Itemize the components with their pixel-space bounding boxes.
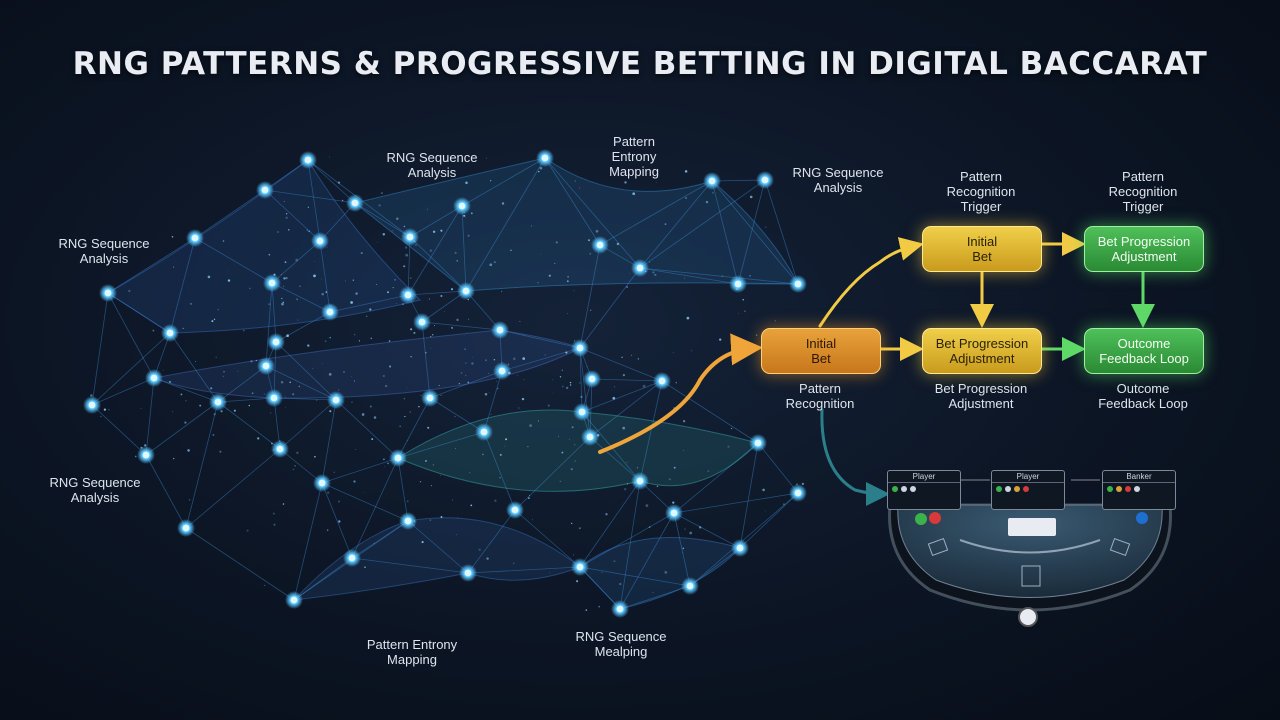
initial-bet-box-top: Initial Bet <box>922 226 1042 272</box>
bet-progression-box-top: Bet Progression Adjustment <box>1084 226 1204 272</box>
network-label-rng-bottom-left: RNG Sequence Analysis <box>49 475 141 505</box>
flow-label-pattern-recognition: Pattern Recognition <box>785 381 855 411</box>
flow-label-trigger-2: Pattern Recognition Trigger <box>1108 169 1178 214</box>
network-label-rng-bottom: RNG Sequence Mealping <box>575 629 667 659</box>
banker-card-title: Banker <box>1103 471 1175 483</box>
player-card-title: Player <box>888 471 960 483</box>
page-title: RNG PATTERNS & PROGRESSIVE BETTING IN DI… <box>72 46 1208 82</box>
network-label-rng-left: RNG Sequence Analysis <box>58 236 150 266</box>
network-label-rng-right: RNG Sequence Analysis <box>792 165 884 195</box>
network-label-entropy-bottom: Pattern Entrony Mapping <box>366 637 458 667</box>
initial-bet-box-left: Initial Bet <box>761 328 881 374</box>
flow-label-bet-progression: Bet Progression Adjustment <box>934 381 1028 411</box>
banker-card: Banker <box>1102 470 1176 510</box>
player-card-2: Player <box>991 470 1065 510</box>
bead-row <box>1103 483 1175 495</box>
bead-row <box>992 483 1064 495</box>
network-label-rng-top: RNG Sequence Analysis <box>386 150 478 180</box>
outcome-feedback-box: Outcome Feedback Loop <box>1084 328 1204 374</box>
flow-label-trigger-1: Pattern Recognition Trigger <box>946 169 1016 214</box>
player-card-1: Player <box>887 470 961 510</box>
flow-label-outcome: Outcome Feedback Loop <box>1098 381 1188 411</box>
bet-progression-box-mid: Bet Progression Adjustment <box>922 328 1042 374</box>
bead-row <box>888 483 960 495</box>
network-label-entropy-top: Pattern Entrony Mapping <box>609 134 659 179</box>
player-card-title: Player <box>992 471 1064 483</box>
